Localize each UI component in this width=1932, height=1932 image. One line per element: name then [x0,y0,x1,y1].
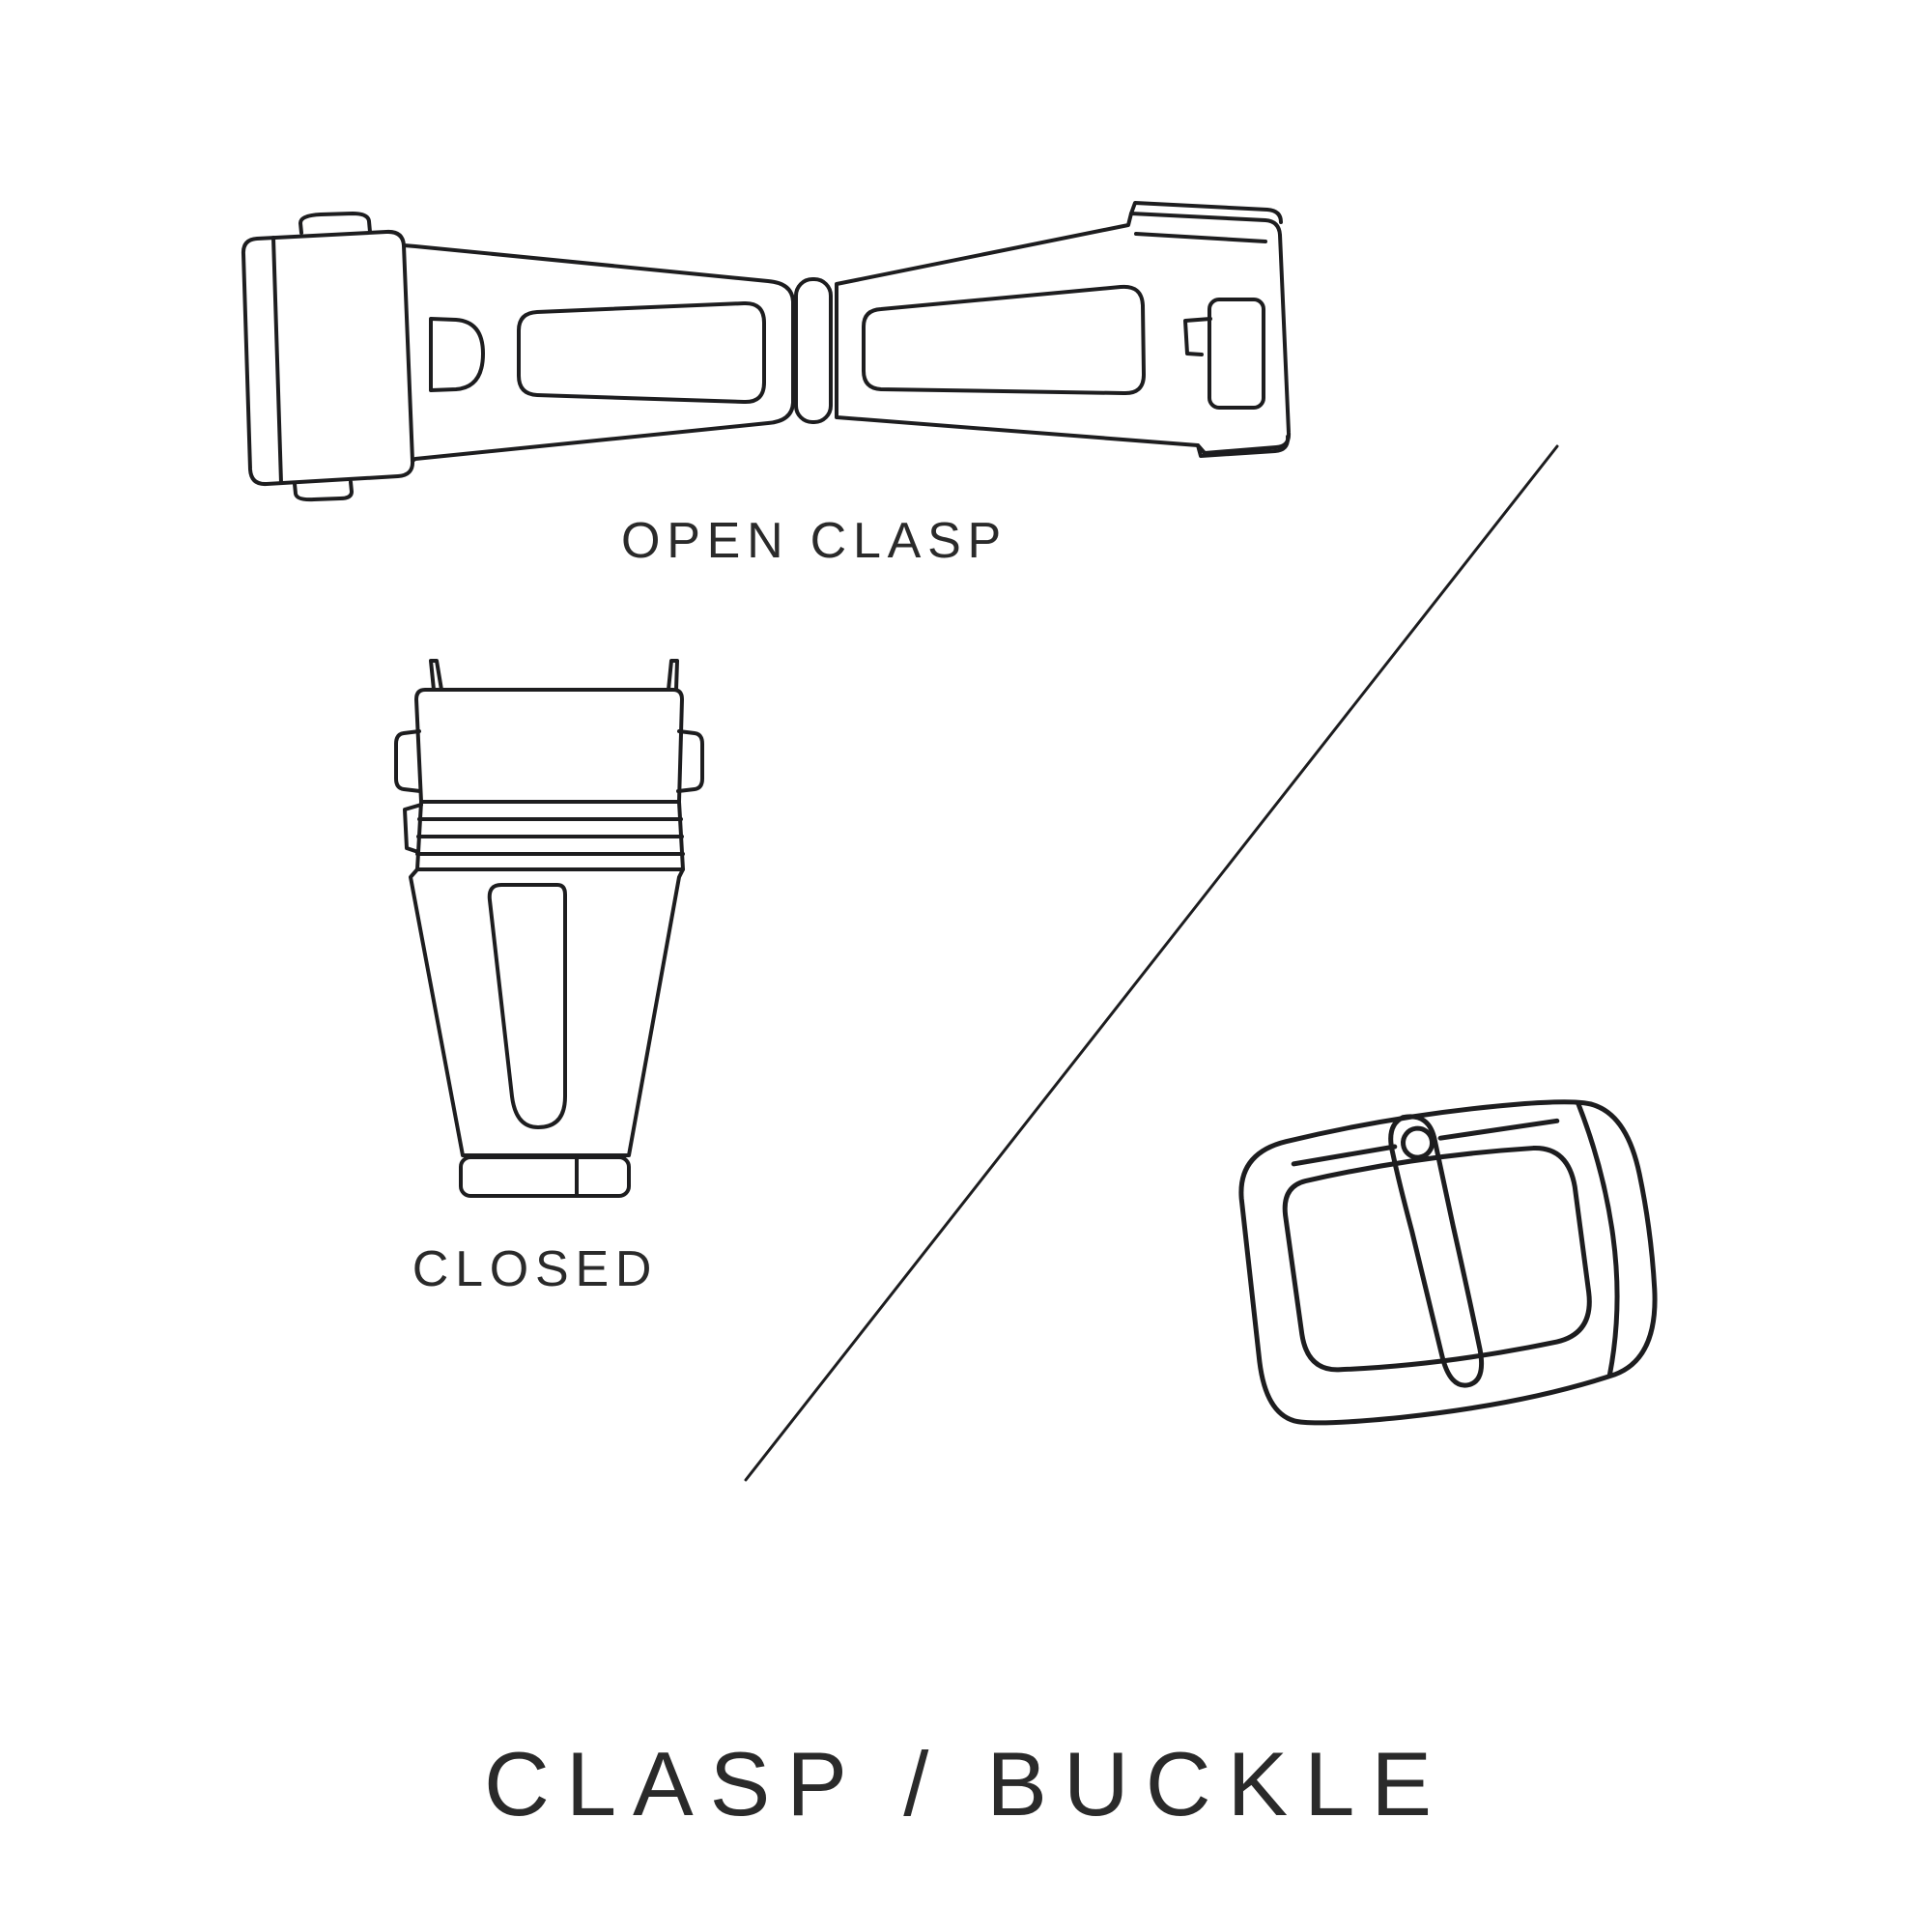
clasp-left-arm [402,243,795,463]
clasp-left-end-link [241,229,415,487]
closed-clasp-cover [414,688,684,804]
buckle-tang [1388,1114,1485,1388]
buckle-tang-loop [1401,1125,1435,1160]
divider-line [744,444,1559,1482]
buckle-axle [1291,1118,1560,1167]
closed-clasp-body [409,867,685,1157]
open-clasp-label: OPEN CLASP [621,513,1008,569]
open-clasp-illustration [241,201,1292,502]
diagram-title: CLASP / BUCKLE [484,1733,1448,1834]
clasp-end-slot [1208,298,1265,410]
clasp-hinge [794,277,833,424]
buckle-frame [1238,1099,1658,1426]
closed-clasp-label: CLOSED [412,1241,659,1297]
closed-clasp-end-bar [459,1155,631,1198]
closed-clasp-illustration [394,659,704,1198]
buckle-illustration [1238,1099,1658,1426]
clasp-release-notch [429,317,485,392]
clasp-right-arm [835,212,1292,455]
